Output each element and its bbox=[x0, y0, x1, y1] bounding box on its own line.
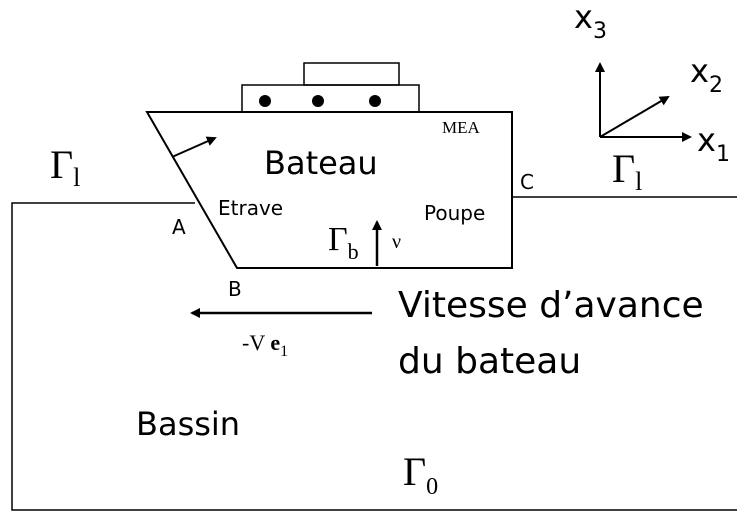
bow-label: Etrave bbox=[218, 196, 283, 220]
boat-top-cabin bbox=[303, 62, 400, 86]
boat-label: Bateau bbox=[264, 144, 378, 182]
point-c-label: C bbox=[520, 170, 534, 194]
coordinate-axes bbox=[595, 62, 692, 142]
mea-label: MEA bbox=[442, 118, 481, 137]
stern-label: Poupe bbox=[424, 201, 485, 225]
caption-line-2: du bateau bbox=[398, 341, 581, 382]
nu-label: ν bbox=[392, 231, 401, 253]
porthole bbox=[259, 95, 271, 107]
porthole bbox=[312, 95, 324, 107]
bow-normal-arrow bbox=[171, 136, 217, 158]
gamma-1-right-label: Γl bbox=[612, 146, 642, 196]
porthole bbox=[369, 95, 381, 107]
x2-axis bbox=[599, 95, 670, 138]
x1-axis-label: x1 bbox=[697, 121, 730, 167]
gamma-0-label: Γ0 bbox=[403, 449, 438, 500]
basin-boundary bbox=[11, 202, 737, 511]
basin-label: Bassin bbox=[136, 405, 240, 443]
gamma-1-left-label: Γl bbox=[50, 142, 80, 192]
x3-axis-label: x3 bbox=[574, 0, 607, 44]
point-a-label: A bbox=[172, 215, 186, 239]
velocity-label: -V e1 bbox=[242, 330, 288, 360]
point-b-label: B bbox=[228, 277, 242, 301]
gamma-b-label: Γb bbox=[328, 221, 359, 264]
x2-axis-label: x2 bbox=[690, 52, 723, 98]
caption-line-1: Vitesse d’avance bbox=[398, 285, 704, 326]
